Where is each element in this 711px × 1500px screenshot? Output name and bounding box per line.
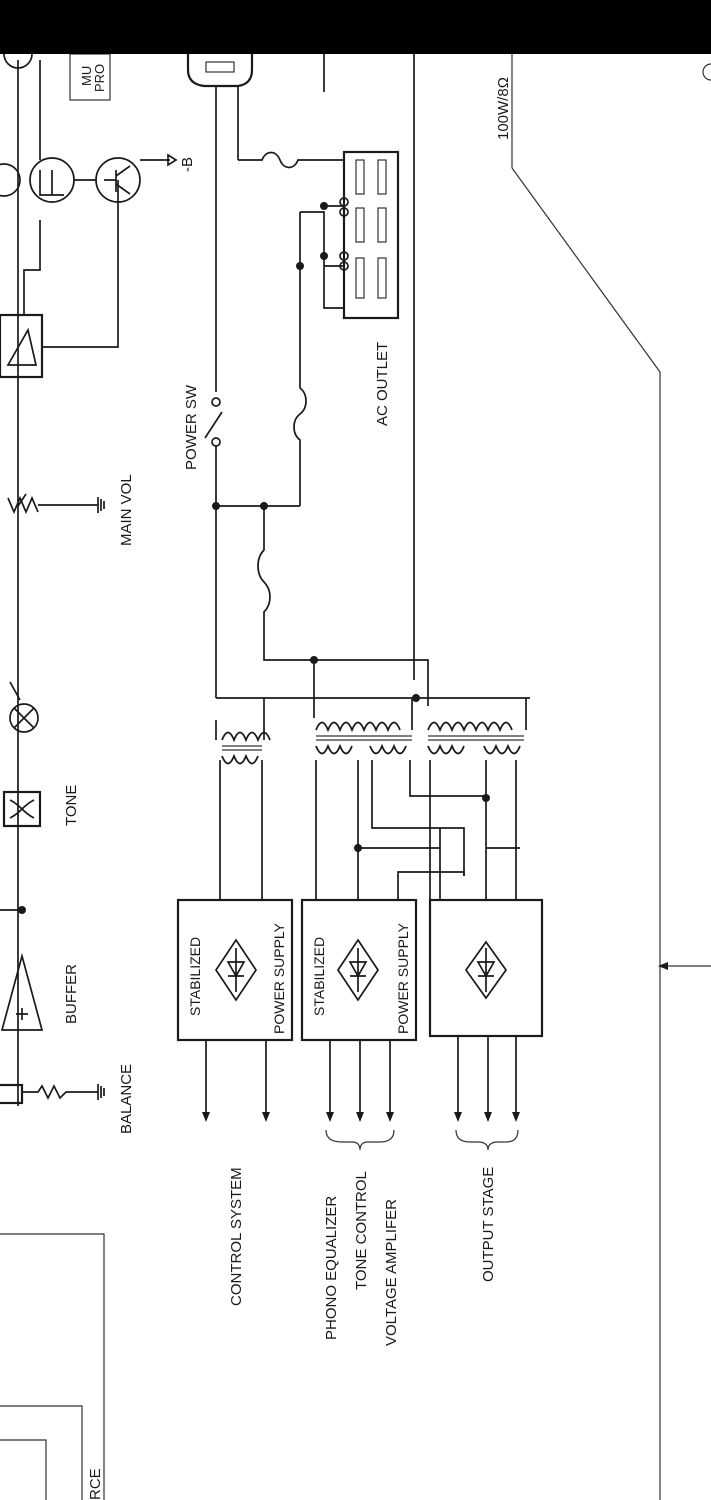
source-label-fragment: RCE: [87, 1468, 104, 1500]
tone-label: TONE: [63, 785, 80, 826]
phono-equalizer-label: PHONO EQUALIZER: [323, 1196, 340, 1340]
muting-protect-box: [69, 54, 111, 101]
power-switch-label: POWER SW: [183, 384, 200, 470]
power-amp-block: [0, 313, 44, 379]
protect-relay-icon: [3, 54, 33, 69]
ac-plug-icon: [186, 54, 254, 88]
power-supply-label-2: POWER SUPPLY: [395, 922, 411, 1034]
right-frame: [511, 54, 711, 1500]
output-stage-label: OUTPUT STAGE: [480, 1167, 497, 1282]
buffer-label: BUFFER: [63, 964, 80, 1024]
stabilized-power-supply-1: [176, 898, 294, 1042]
power-rating-label: 100W/8Ω: [495, 77, 512, 140]
minus-b-label: -B: [179, 157, 196, 172]
ac-outlet-block: [342, 150, 400, 320]
voltage-amplifier-label: VOLTAGE AMPLIFER: [383, 1199, 400, 1346]
transformer-primary-icon: [221, 731, 271, 743]
buffer-amp-icon: [0, 952, 44, 1031]
stabilized-label-1: STABILIZED: [187, 937, 203, 1016]
ac-outlet-label: AC OUTLET: [374, 342, 391, 426]
stabilized-label-2: STABILIZED: [311, 937, 327, 1016]
mixer-junction-icon: [9, 703, 39, 733]
muting-protect-label-1: MU: [79, 66, 94, 86]
labels: POWER SW AC OUTLET MAIN VOL TONE BUFFER …: [63, 64, 512, 1500]
transformers: [215, 698, 527, 900]
tone-block: [2, 790, 42, 828]
status-bar: [0, 0, 711, 54]
tone-control-label: TONE CONTROL: [353, 1171, 370, 1290]
muting-protect-label-2: PRO: [92, 64, 107, 92]
power-supplies: [176, 898, 544, 1151]
balance-label: BALANCE: [118, 1064, 135, 1134]
brace-phono: [325, 1129, 395, 1151]
control-system-label: CONTROL SYSTEM: [228, 1167, 245, 1306]
stabilized-power-supply-2: [300, 898, 418, 1042]
power-supply-label-1: POWER SUPPLY: [271, 922, 287, 1034]
amplifier-block-diagram: POWER SW AC OUTLET MAIN VOL TONE BUFFER …: [0, 54, 711, 1500]
output-stage-power-supply: [428, 898, 544, 1038]
supply-output-arrows: [202, 1036, 520, 1122]
signal-path: [0, 54, 178, 1500]
main-vol-label: MAIN VOL: [118, 474, 135, 546]
power-switch-icon: [204, 411, 223, 439]
brace-output: [455, 1129, 519, 1151]
power-entry: [186, 54, 530, 718]
